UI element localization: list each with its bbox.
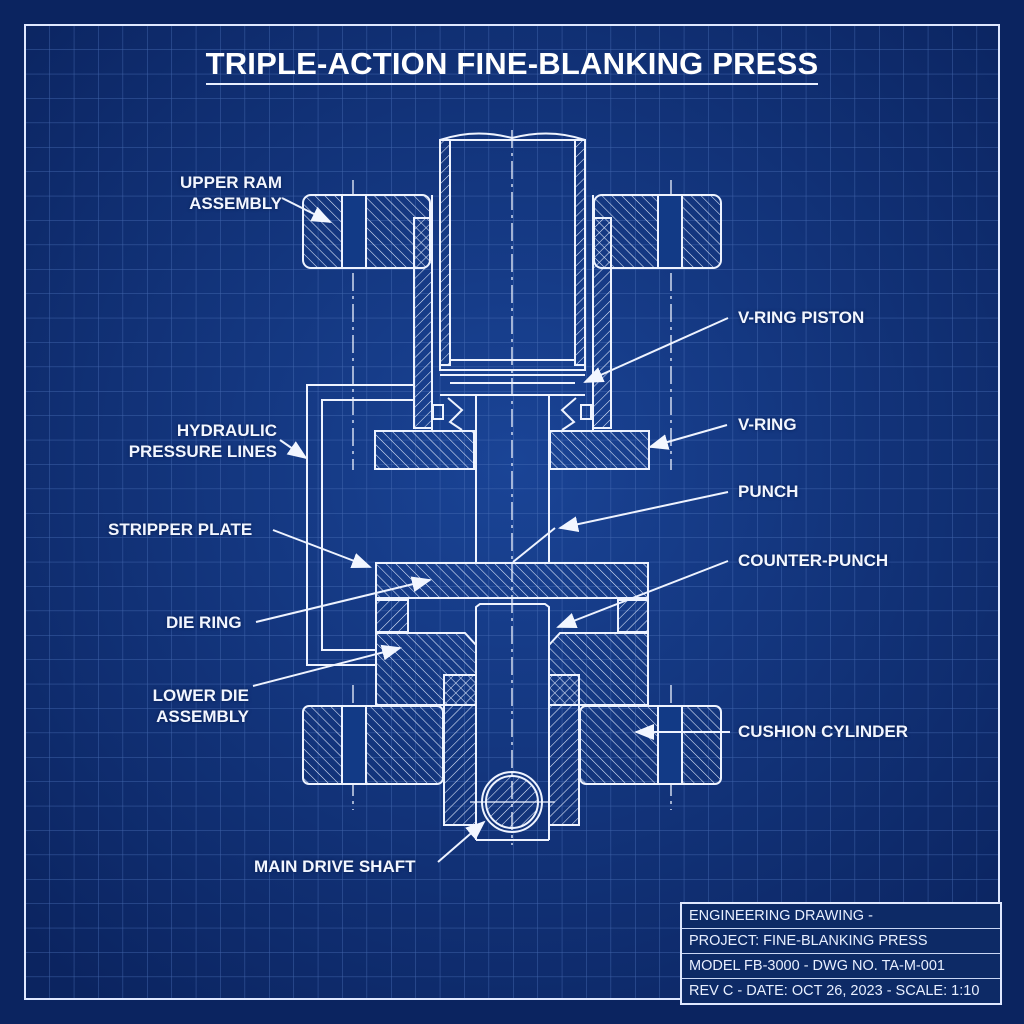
label-die-ring: DIE RING (166, 613, 242, 632)
label-stripper-plate: STRIPPER PLATE (108, 520, 253, 539)
drawing-title: TRIPLE-ACTION FINE-BLANKING PRESS (0, 46, 1024, 85)
main-drive-shaft (470, 771, 555, 833)
label-line: ASSEMBLY (156, 707, 249, 726)
sheet-border (24, 24, 1000, 1000)
die-ring-right (617, 599, 649, 633)
v-ring-plate-left (374, 430, 475, 470)
label-v-ring-piston: V-RING PISTON (738, 308, 865, 327)
label-main-drive-shaft: MAIN DRIVE SHAFT (254, 857, 416, 876)
press-drawing (252, 130, 730, 863)
v-ring-plate-right (549, 430, 650, 470)
label-counter-punch: COUNTER-PUNCH (738, 551, 889, 570)
label-line: ASSEMBLY (189, 194, 282, 213)
label-hydraulic-pressure-lines: HYDRAULIC PRESSURE LINES (110, 420, 277, 462)
title-block: ENGINEERING DRAWING - PROJECT: FINE-BLAN… (680, 902, 1002, 1005)
label-cushion-cylinder: CUSHION CYLINDER (738, 722, 909, 741)
die-ring-left (375, 599, 409, 633)
title-block-row: MODEL FB-3000 - DWG NO. TA-M-001 (682, 954, 1000, 979)
title-block-row: PROJECT: FINE-BLANKING PRESS (682, 929, 1000, 954)
cushion-cylinder-left (302, 705, 444, 785)
label-line: UPPER RAM (179, 173, 282, 192)
label-line: LOWER DIE (152, 686, 249, 705)
hydraulic-pressure-lines (306, 384, 414, 666)
label-line: HYDRAULIC (176, 421, 277, 440)
title-block-row: ENGINEERING DRAWING - (682, 904, 1000, 929)
label-punch: PUNCH (738, 482, 799, 501)
label-upper-ram-assembly: UPPER RAM ASSEMBLY (150, 172, 282, 214)
leader-lines (252, 197, 730, 863)
title-text: TRIPLE-ACTION FINE-BLANKING PRESS (205, 46, 819, 85)
stripper-plate (375, 562, 649, 599)
label-v-ring: V-RING (738, 415, 797, 434)
counter-punch (475, 603, 550, 633)
title-block-row: REV C - DATE: OCT 26, 2023 - SCALE: 1:10 (689, 983, 980, 999)
v-ring (432, 397, 592, 431)
label-lower-die-assembly: LOWER DIE ASSEMBLY (130, 685, 249, 727)
label-line: PRESSURE LINES (128, 442, 277, 461)
cushion-cylinder-right (579, 705, 722, 785)
